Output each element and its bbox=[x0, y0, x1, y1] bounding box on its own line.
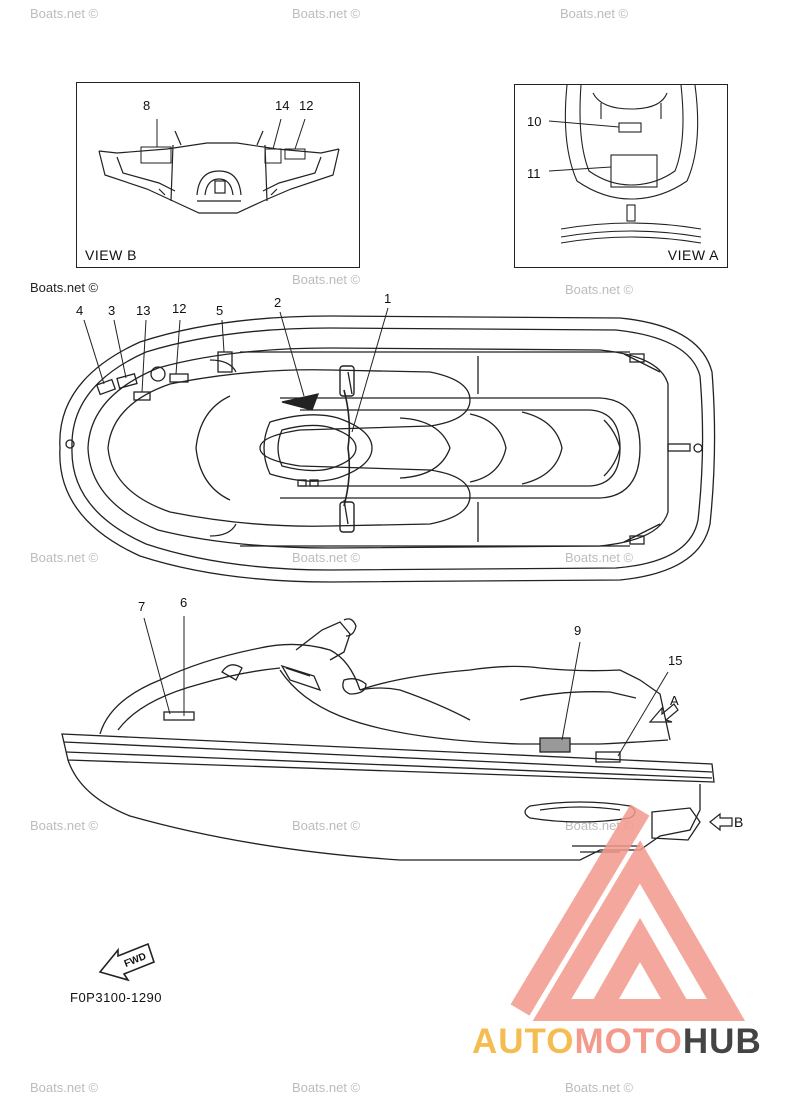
callout-10: 10 bbox=[527, 114, 542, 129]
brand-part-hub: HUB bbox=[682, 1022, 762, 1061]
view-a-title: VIEW A bbox=[667, 247, 719, 263]
side-view-hull bbox=[61, 618, 715, 861]
callout-1: 1 bbox=[384, 291, 392, 306]
watermark: Boats.net © bbox=[560, 6, 629, 21]
callout-4: 4 bbox=[76, 303, 84, 318]
callout-13: 13 bbox=[136, 303, 151, 318]
brand-logo: AUTOMOTOHUB bbox=[472, 1022, 762, 1062]
callout-8: 8 bbox=[143, 98, 151, 113]
brand-part-auto: AUTO bbox=[472, 1022, 575, 1061]
brand-part-moto: MOTO bbox=[574, 1022, 683, 1061]
view-b-drawing bbox=[98, 118, 340, 214]
watermark: Boats.net © bbox=[565, 1080, 634, 1095]
callout-9: 9 bbox=[574, 623, 582, 638]
callout-6: 6 bbox=[180, 595, 188, 610]
watermark: Boats.net © bbox=[30, 6, 99, 21]
view-a-drawing bbox=[548, 84, 702, 244]
callout-2: 2 bbox=[274, 295, 282, 310]
view-a-arrow bbox=[648, 703, 679, 723]
callout-11: 11 bbox=[527, 166, 541, 181]
watermark: Boats.net © bbox=[30, 818, 99, 833]
arrow-b-label: B bbox=[734, 814, 744, 830]
top-view-hull bbox=[59, 315, 716, 583]
view-b-inset: 8 14 12 VIEW B bbox=[76, 82, 360, 268]
watermark: Boats.net © bbox=[292, 1080, 361, 1095]
callout-5: 5 bbox=[216, 303, 224, 318]
view-a-inset: 10 11 VIEW A bbox=[514, 84, 728, 268]
watermark: Boats.net © bbox=[292, 6, 361, 21]
callout-15: 15 bbox=[668, 653, 683, 668]
callout-3: 3 bbox=[108, 303, 116, 318]
view-b-arrow bbox=[709, 812, 733, 832]
automotohub-logo-icon bbox=[510, 804, 746, 1021]
callout-7: 7 bbox=[138, 599, 146, 614]
part-code: F0P3100-1290 bbox=[70, 990, 163, 1005]
arrow-a-label: A bbox=[670, 693, 679, 708]
callout-14: 14 bbox=[275, 98, 290, 113]
watermark: Boats.net © bbox=[565, 282, 634, 297]
watermark: Boats.net © bbox=[30, 550, 99, 565]
fwd-arrow-icon bbox=[98, 942, 155, 982]
watermark: Boats.net © bbox=[565, 550, 634, 565]
callout-12-top: 12 bbox=[172, 301, 187, 316]
watermark: Boats.net © bbox=[292, 550, 361, 565]
watermark: Boats.net © bbox=[292, 818, 361, 833]
watermark: Boats.net © bbox=[30, 280, 99, 295]
callout-12: 12 bbox=[299, 98, 314, 113]
watermark: Boats.net © bbox=[30, 1080, 99, 1095]
view-b-title: VIEW B bbox=[85, 247, 138, 263]
watermark: Boats.net © bbox=[292, 272, 361, 287]
